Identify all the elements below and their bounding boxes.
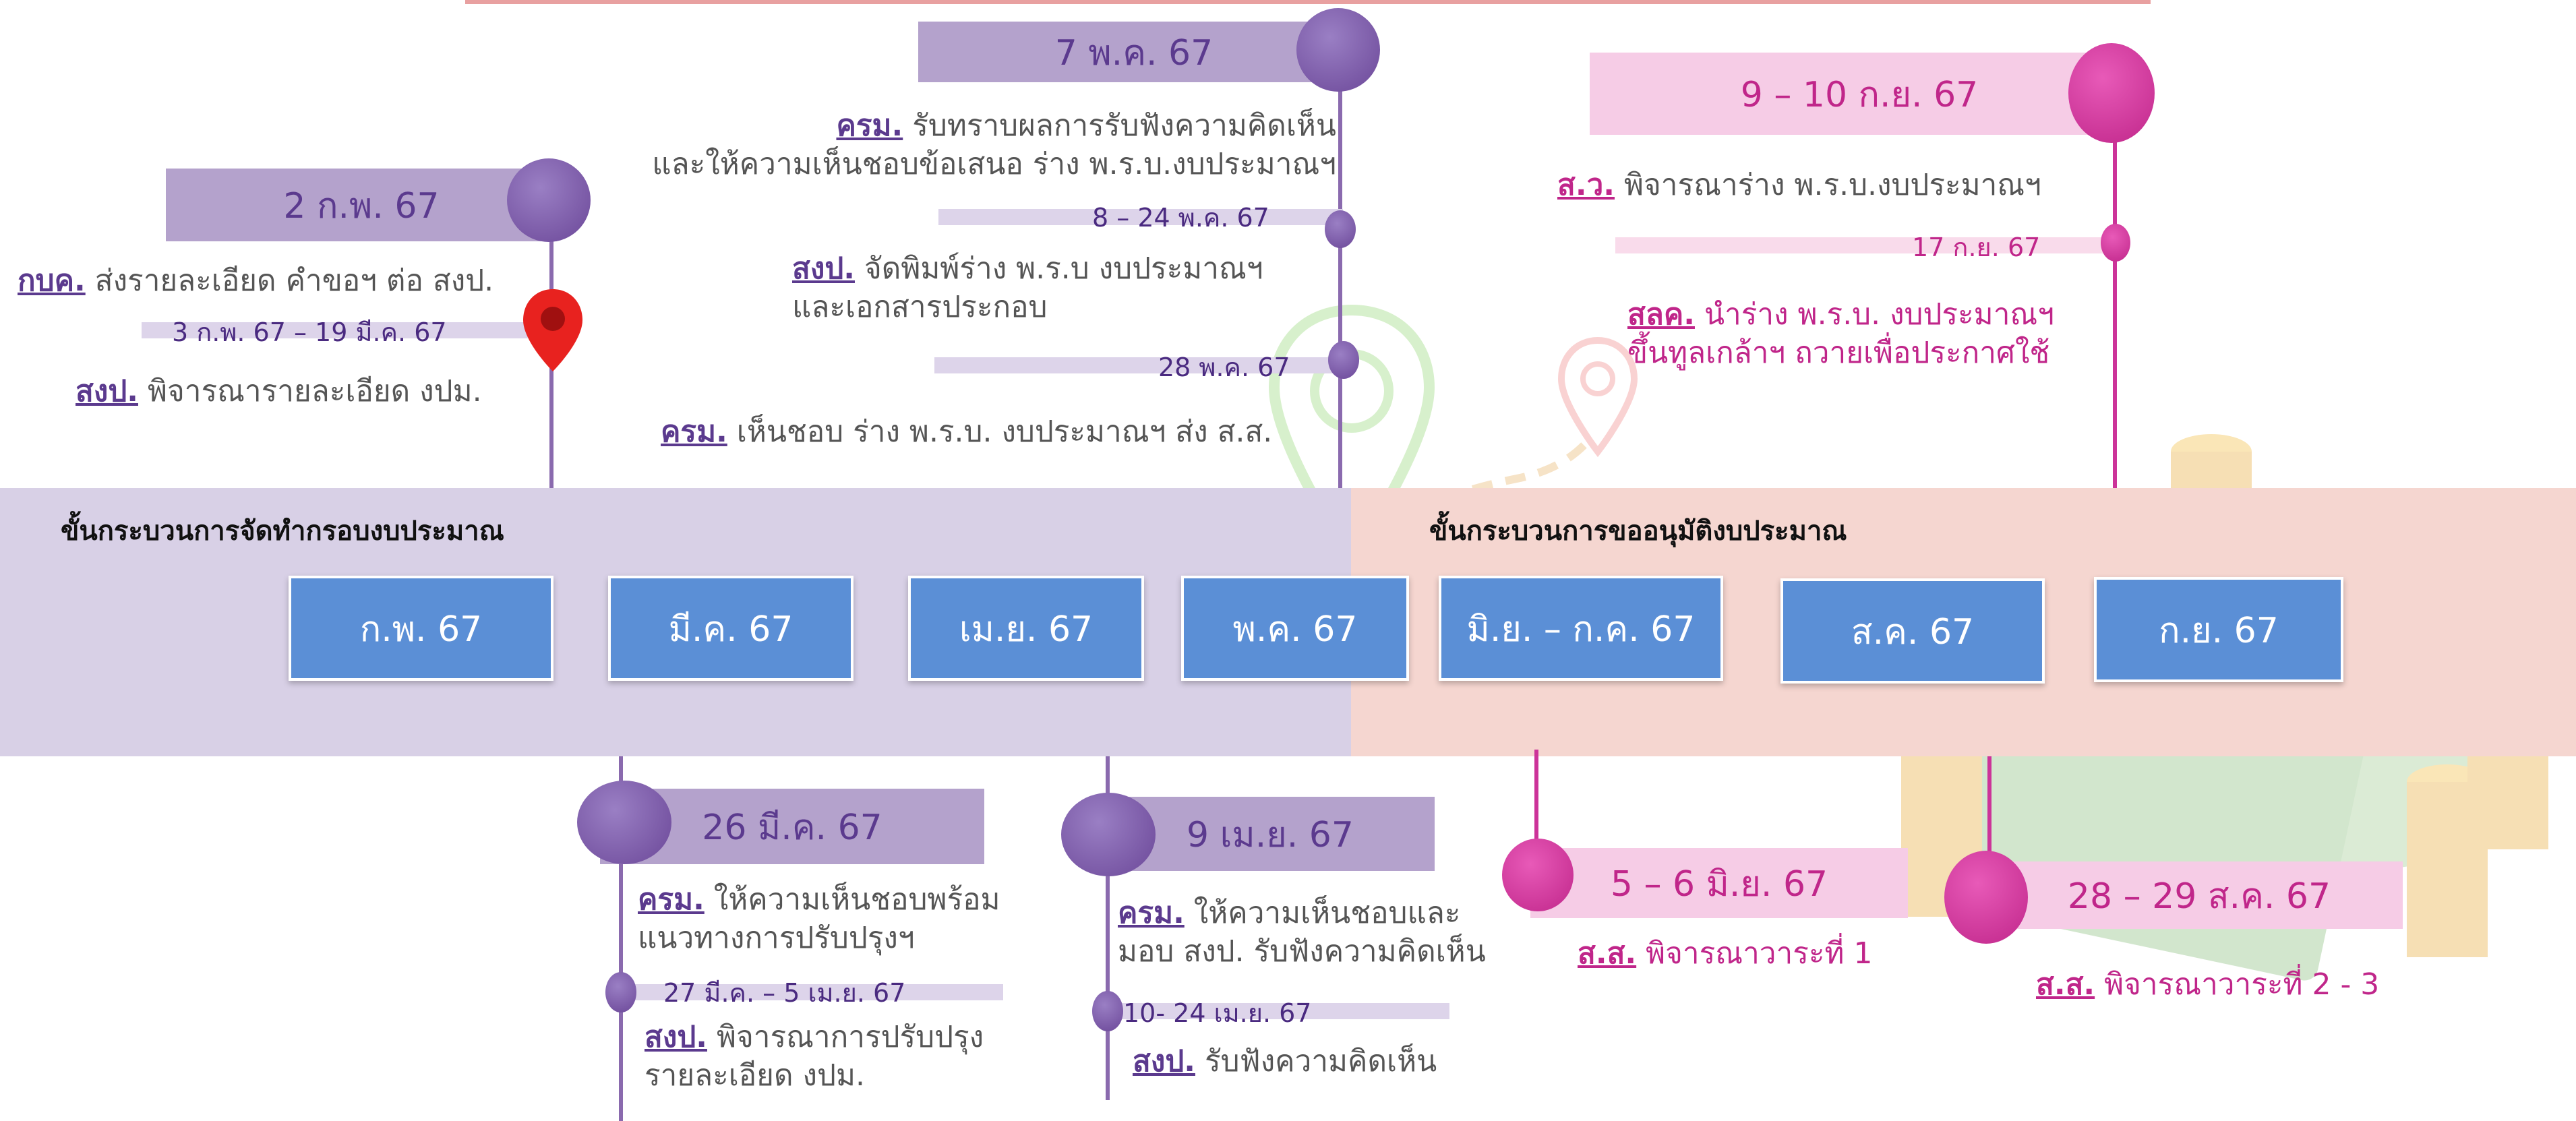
timeline-line-aug28 [1987,756,1991,861]
month-box-aug: ส.ค. 67 [1780,578,2045,684]
date-header-jun5: 5 – 6 มิ.ย. 67 [1530,848,1908,918]
event-text-line2: ขึ้นทูลเกล้าฯ ถวายเพื่อประกาศใช้ [1627,336,2050,371]
agency-label: สงป. [792,251,855,286]
range-bar-may7-2 [934,357,1339,373]
milestone-circle-feb2 [507,158,591,242]
date-range-may7-2: 28 พ.ค. 67 [1158,353,1290,382]
event-feb2-b: สงป. พิจารณารายละเอียด งปม. [76,372,482,411]
top-accent-bar [465,0,2151,4]
timeline-line-apr9 [1106,756,1110,1100]
event-text-line2: รายละเอียด งปม. [645,1058,865,1093]
framework-phase-title: ขั้นกระบวนการจัดทำกรอบงบประมาณ [61,516,504,547]
range-dot-may7-2 [1328,341,1359,379]
event-text: พิจารณาการปรับปรุง [716,1020,984,1054]
date-header-sep9: 9 – 10 ก.ย. 67 [1590,53,2129,135]
date-range-sep9: 17 ก.ย. 67 [1912,233,2041,262]
range-dot-mar26 [605,972,636,1012]
event-text: พิจารณารายละเอียด งปม. [147,374,482,408]
date-range-apr9: 10- 24 เม.ย. 67 [1123,998,1312,1028]
month-box-feb: ก.พ. 67 [289,576,553,681]
date-header-aug28: 28 – 29 ส.ค. 67 [1996,861,2403,929]
milestone-circle-jun5 [1502,839,1574,911]
event-aug28: ส.ส. พิจารณาวาระที่ 2 - 3 [2036,965,2379,1004]
range-bar-apr9 [1119,1003,1449,1019]
event-jun5: ส.ส. พิจารณาวาระที่ 1 [1578,934,1872,973]
milestone-circle-apr9 [1061,793,1156,876]
agency-label: ครม. [638,882,705,917]
agency-label: ส.ส. [1578,936,1637,971]
month-box-mar: มี.ค. 67 [608,576,853,681]
event-text: จัดพิมพ์ร่าง พ.ร.บ งบประมาณฯ [864,251,1263,286]
agency-label: กบค. [18,264,86,298]
approval-phase-title: ขั้นกระบวนการขออนุมัติงบประมาณ [1429,516,1847,547]
event-text: นำร่าง พ.ร.บ. งบประมาณฯ [1704,297,2054,332]
event-may7-a: ครม. รับทราบผลการรับฟังความคิดเห็น และให… [647,107,1336,183]
date-range-may7-1: 8 – 24 พ.ค. 67 [1092,203,1269,233]
agency-label: ครม. [836,109,903,143]
agency-label: สลค. [1627,297,1695,332]
month-box-apr: เม.ย. 67 [908,576,1144,681]
milestone-circle-mar26 [577,781,671,864]
range-dot-sep9 [2101,224,2130,262]
agency-label: ส.ส. [2036,967,2095,1002]
event-text-line2: แนวทางการปรับปรุงฯ [638,921,915,956]
event-text-line2: มอบ สงป. รับฟังความคิดเห็น [1118,934,1486,969]
agency-label: สงป. [76,374,138,408]
event-feb2-a: กบค. ส่งรายละเอียด คำขอฯ ต่อ สงป. [18,262,493,300]
range-bar-may7-1 [938,209,1343,225]
event-sep9-b: สลค. นำร่าง พ.ร.บ. งบประมาณฯ ขึ้นทูลเกล้… [1627,295,2054,372]
event-may7-b: สงป. จัดพิมพ์ร่าง พ.ร.บ งบประมาณฯ และเอก… [792,249,1263,326]
timeline-line-mar26 [619,756,623,1121]
range-bar-sep9 [1615,237,2114,253]
month-box-sep: ก.ย. 67 [2094,577,2343,682]
event-text: พิจารณาวาระที่ 2 - 3 [2104,967,2380,1002]
event-text: รับฟังความคิดเห็น [1204,1044,1437,1079]
event-mar26-a: ครม. ให้ความเห็นชอบพร้อม แนวทางการปรับปร… [638,880,1000,957]
range-bar-feb2 [142,322,546,338]
timeline-line-jun5 [1534,750,1538,851]
event-text: พิจารณาวาระที่ 1 [1646,936,1873,971]
date-range-feb2: 3 ก.พ. 67 – 19 มี.ค. 67 [172,317,447,347]
event-apr9-a: ครม. ให้ความเห็นชอบและ มอบ สงป. รับฟังคว… [1118,894,1486,971]
range-bar-mar26 [634,984,1003,1000]
event-text: ส่งรายละเอียด คำขอฯ ต่อ สงป. [94,264,494,298]
agency-label: สงป. [1133,1044,1195,1079]
month-box-may: พ.ค. 67 [1181,576,1409,681]
agency-label: สงป. [645,1020,707,1054]
agency-label: ครม. [661,415,727,449]
event-sep9-a: ส.ว. พิจารณาร่าง พ.ร.บ.งบประมาณฯ [1557,166,2041,204]
event-text: เห็นชอบ ร่าง พ.ร.บ. งบประมาณฯ ส่ง ส.ส. [736,415,1273,449]
agency-label: ส.ว. [1557,168,1615,202]
event-may7-c: ครม. เห็นชอบ ร่าง พ.ร.บ. งบประมาณฯ ส่ง ส… [661,413,1272,451]
timeline-line-sep9 [2113,121,2117,488]
milestone-circle-aug28 [1944,851,2028,944]
event-text: พิจารณาร่าง พ.ร.บ.งบประมาณฯ [1624,168,2041,202]
timeline-line-may7 [1338,81,1342,488]
range-dot-may7-1 [1325,210,1356,248]
event-apr9-b: สงป. รับฟังความคิดเห็น [1133,1042,1437,1081]
event-text-line2: และเอกสารประกอบ [792,290,1048,325]
event-mar26-b: สงป. พิจารณาการปรับปรุง รายละเอียด งปม. [645,1018,984,1095]
milestone-circle-sep9 [2068,43,2155,143]
location-pin-icon [523,289,582,371]
event-text: ให้ความเห็นชอบและ [1193,896,1461,930]
range-dot-apr9 [1092,991,1123,1031]
date-range-mar26: 27 มี.ค. – 5 เม.ย. 67 [663,978,906,1008]
event-text: รับทราบผลการรับฟังความคิดเห็น [912,109,1336,143]
small-pin-decoration-icon [1557,337,1638,458]
agency-label: ครม. [1118,896,1185,930]
date-header-may7: 7 พ.ค. 67 [918,22,1350,82]
month-box-jun-jul: มิ.ย. – ก.ค. 67 [1439,576,1723,681]
date-header-feb2: 2 ก.พ. 67 [166,169,557,241]
milestone-circle-may7 [1296,8,1380,92]
event-text: ให้ความเห็นชอบพร้อม [713,882,1000,917]
event-text-line2: และให้ความเห็นชอบข้อเสนอ ร่าง พ.ร.บ.งบปร… [652,147,1336,182]
